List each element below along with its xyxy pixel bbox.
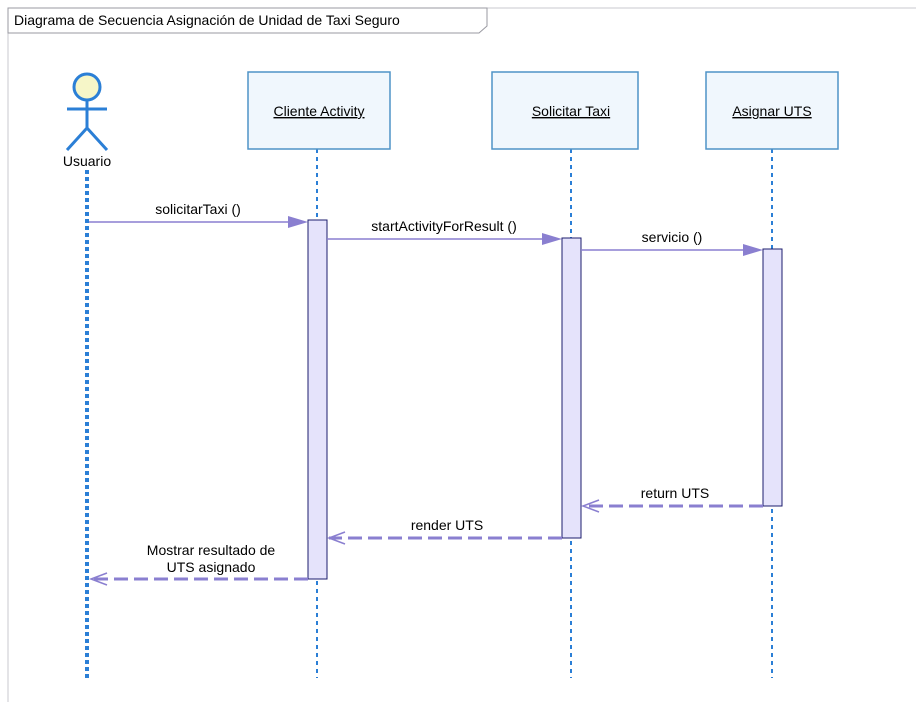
message-label: startActivityForResult (): [371, 218, 516, 234]
message-solicitar-taxi: solicitarTaxi (): [89, 201, 308, 228]
arrowhead-open: [326, 531, 346, 545]
object-solicitar-taxi: Solicitar Taxi: [491, 71, 639, 150]
arrowhead-open: [580, 499, 600, 513]
arrowhead-open: [88, 572, 108, 586]
arrowhead-filled: [288, 216, 308, 228]
actor-head: [72, 72, 102, 102]
message-label: render UTS: [411, 517, 483, 533]
object-box: [247, 71, 391, 150]
object-box: [491, 71, 639, 150]
actor-label: Usuario: [63, 153, 111, 169]
arrowhead-filled: [743, 244, 763, 256]
actor-left-leg: [65, 126, 89, 152]
message-label: return UTS: [641, 485, 709, 501]
activation-solicitar-taxi: [561, 237, 582, 539]
message-return-uts: return UTS: [580, 485, 763, 513]
message-start-activity-for-result: startActivityForResult (): [327, 218, 562, 245]
object-asignar-uts: Asignar UTS: [705, 71, 839, 150]
message-label-line1: Mostrar resultado de: [147, 542, 276, 558]
object-cliente-activity: Cliente Activity: [247, 71, 391, 150]
message-render-uts: render UTS: [326, 517, 562, 545]
message-label: solicitarTaxi (): [155, 201, 241, 217]
object-label: Solicitar Taxi: [532, 103, 610, 119]
message-mostrar-resultado: Mostrar resultado de UTS asignado: [88, 542, 308, 586]
message-label: servicio (): [642, 229, 703, 245]
object-label: Asignar UTS: [732, 103, 811, 119]
actor-right-leg: [85, 126, 109, 152]
object-box: [705, 71, 839, 150]
actor-usuario: Usuario: [63, 72, 111, 169]
arrowhead-filled: [542, 233, 562, 245]
title-tab: [7, 7, 488, 34]
activation-asignar-uts: [762, 248, 783, 507]
activation-cliente-activity: [307, 219, 328, 580]
message-label-line2: UTS asignado: [167, 559, 256, 575]
diagram-title: Diagrama de Secuencia Asignación de Unid…: [14, 12, 400, 28]
object-label: Cliente Activity: [273, 103, 364, 119]
message-servicio: servicio (): [581, 229, 763, 256]
